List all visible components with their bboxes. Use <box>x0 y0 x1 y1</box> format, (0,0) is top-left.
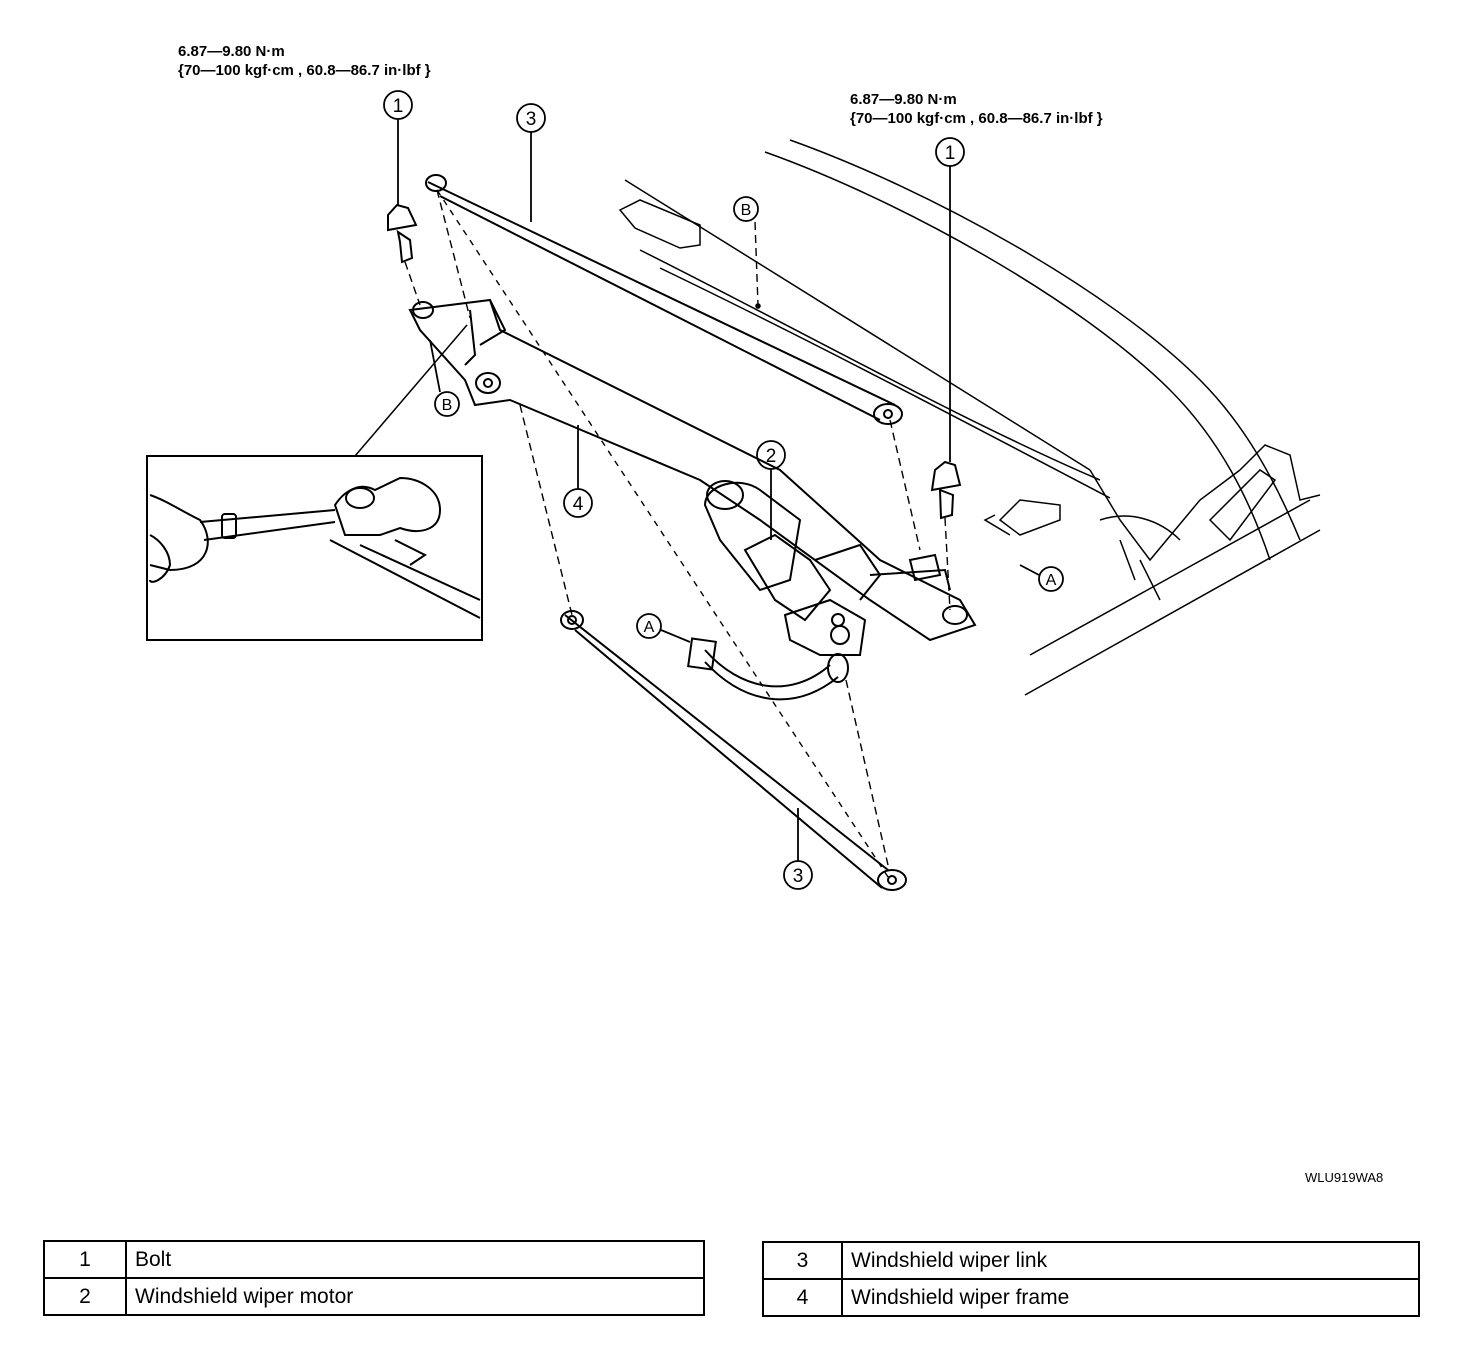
callout-b-body-text: B <box>741 202 752 219</box>
callout-a-harness: A <box>636 613 691 643</box>
legend-label: Windshield wiper link <box>841 1241 1420 1280</box>
callouts: 1 1 3 3 2 4 <box>383 90 1064 890</box>
callout-1-right: 1 <box>935 137 965 462</box>
torque-left-line1: 6.87—9.80 N·m <box>178 43 285 60</box>
callout-2: 2 <box>756 440 786 540</box>
legend-row: 4 Windshield wiper frame <box>762 1278 1420 1317</box>
callout-a-body-text: A <box>1046 572 1057 589</box>
legend-number: 3 <box>762 1241 843 1280</box>
legend-number: 4 <box>762 1278 843 1317</box>
callout-3-upper-text: 3 <box>526 109 537 130</box>
torque-right-line1: 6.87—9.80 N·m <box>850 91 957 108</box>
torque-right-line2: {70—100 kgf·cm , 60.8—86.7 in·lbf } <box>850 110 1103 127</box>
callout-2-text: 2 <box>766 446 777 467</box>
callout-b-frame-text: B <box>442 397 453 414</box>
callout-a-harness-text: A <box>644 619 655 636</box>
wiper-link-upper <box>425 174 903 425</box>
callout-b-body: B <box>733 196 759 222</box>
callout-1-left: 1 <box>383 90 413 205</box>
callout-3-lower-text: 3 <box>793 866 804 887</box>
legend-row: 3 Windshield wiper link <box>762 1241 1420 1280</box>
legend-label: Windshield wiper frame <box>841 1278 1420 1317</box>
bolt-left <box>387 203 418 264</box>
figure-code: WLU919WA8 <box>1305 1170 1384 1185</box>
legend-label: Windshield wiper motor <box>125 1277 705 1316</box>
bolt-right <box>930 460 962 520</box>
legend-number: 2 <box>43 1277 127 1316</box>
torque-left-line2: {70—100 kgf·cm , 60.8—86.7 in·lbf } <box>178 62 431 79</box>
legend-row: 2 Windshield wiper motor <box>43 1277 705 1316</box>
assembly-guide-lines <box>404 189 951 881</box>
torque-spec-right: 6.87—9.80 N·m {70—100 kgf·cm , 60.8—86.7… <box>850 90 1103 128</box>
callout-4-text: 4 <box>573 494 584 515</box>
detail-inset <box>146 324 483 641</box>
callout-b-frame: B <box>429 339 460 417</box>
callout-3-upper: 3 <box>516 103 546 222</box>
wiper-frame <box>408 298 977 642</box>
legend-row: 1 Bolt <box>43 1240 705 1279</box>
legend-table-right: 3 Windshield wiper link 4 Windshield wip… <box>762 1241 1420 1317</box>
callout-1-left-text: 1 <box>393 96 404 117</box>
torque-spec-left: 6.87—9.80 N·m {70—100 kgf·cm , 60.8—86.7… <box>178 42 431 80</box>
callout-a-body: A <box>1019 564 1064 592</box>
callout-3-lower: 3 <box>783 808 813 890</box>
callout-1-right-text: 1 <box>945 143 956 164</box>
wiper-link-lower <box>560 610 907 891</box>
legend-number: 1 <box>43 1240 127 1279</box>
legend-label: Bolt <box>125 1240 705 1279</box>
callout-4: 4 <box>563 425 593 518</box>
wiper-motor <box>703 480 882 656</box>
legend-table-left: 1 Bolt 2 Windshield wiper motor <box>43 1240 705 1316</box>
vehicle-body-outline <box>618 139 1321 696</box>
motor-harness <box>687 637 849 701</box>
